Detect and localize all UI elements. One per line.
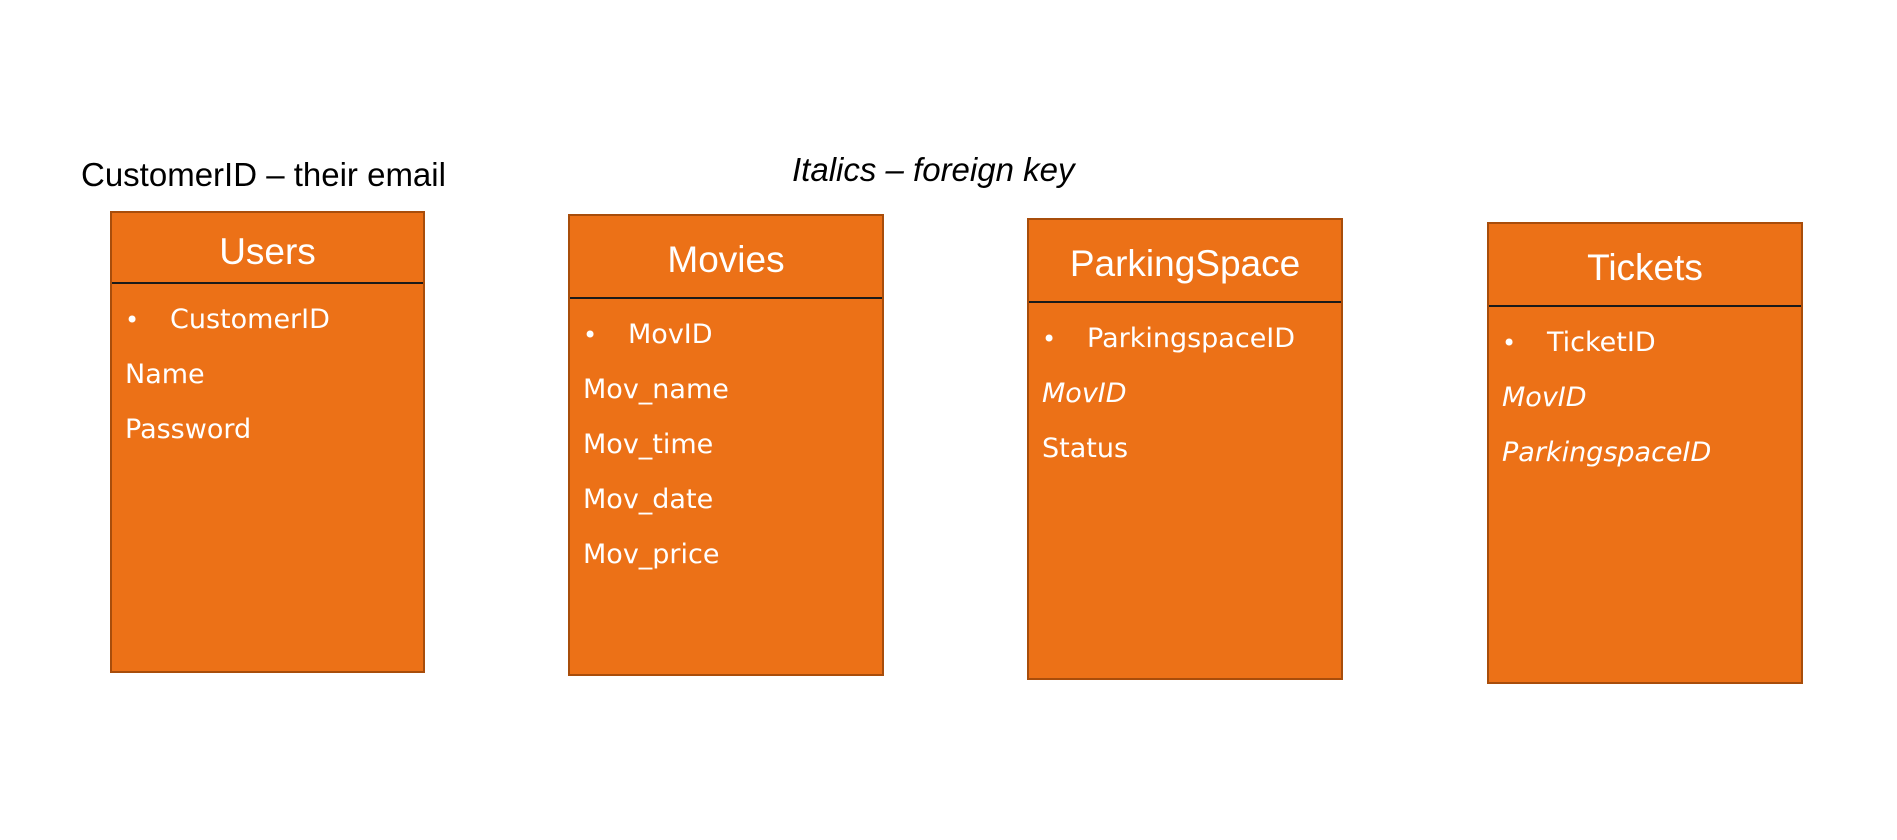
field-mov-time: Mov_time bbox=[570, 417, 882, 472]
entity-users-fields: • CustomerID Name Password bbox=[112, 292, 423, 457]
entity-users-header: Users bbox=[112, 213, 423, 284]
field-name-row: Name bbox=[112, 347, 423, 402]
entity-parkingspace: ParkingSpace • ParkingspaceID MovID Statu… bbox=[1027, 218, 1343, 680]
field-mov-price: Mov_price bbox=[570, 527, 882, 582]
field-name: MovID bbox=[1502, 382, 1587, 413]
primary-key-bullet: • bbox=[1502, 329, 1517, 357]
primary-key-bullet: • bbox=[583, 321, 598, 349]
entity-users: Users • CustomerID Name Password bbox=[110, 211, 425, 673]
entity-tickets-header: Tickets bbox=[1489, 224, 1801, 307]
field-mov-date: Mov_date bbox=[570, 472, 882, 527]
primary-key-bullet: • bbox=[125, 306, 140, 334]
field-name: MovID bbox=[628, 319, 713, 350]
entity-parkingspace-title: ParkingSpace bbox=[1069, 243, 1301, 284]
field-name: CustomerID bbox=[170, 304, 330, 335]
entity-users-title: Users bbox=[219, 231, 316, 272]
customer-id-note: CustomerID – their email bbox=[81, 156, 446, 193]
field-name: Name bbox=[125, 359, 205, 390]
field-movid: • MovID bbox=[570, 307, 882, 362]
field-movid-fk: MovID bbox=[1029, 366, 1341, 421]
field-name: Mov_name bbox=[583, 374, 729, 405]
field-movid-fk: MovID bbox=[1489, 370, 1801, 425]
entity-parkingspace-header: ParkingSpace bbox=[1029, 220, 1341, 303]
entity-movies-header: Movies bbox=[570, 216, 882, 299]
entity-tickets: Tickets • TicketID MovID ParkingspaceID bbox=[1487, 222, 1803, 684]
field-status: Status bbox=[1029, 421, 1341, 476]
entity-movies: Movies • MovID Mov_name Mov_time Mov_date… bbox=[568, 214, 884, 676]
field-mov-name: Mov_name bbox=[570, 362, 882, 417]
italics-legend-note: Italics – foreign key bbox=[792, 151, 1075, 188]
field-password: Password bbox=[112, 402, 423, 457]
field-name: ParkingspaceID bbox=[1087, 323, 1296, 354]
field-name: Mov_time bbox=[583, 429, 714, 460]
field-customerid: • CustomerID bbox=[112, 292, 423, 347]
entity-movies-title: Movies bbox=[667, 239, 785, 280]
field-name: Status bbox=[1042, 433, 1129, 464]
field-parkingspaceid: • ParkingspaceID bbox=[1029, 311, 1341, 366]
entity-movies-fields: • MovID Mov_name Mov_time Mov_date Mov_pr… bbox=[570, 307, 882, 582]
field-name: ParkingspaceID bbox=[1502, 437, 1712, 468]
field-name: TicketID bbox=[1547, 327, 1656, 358]
entity-tickets-title: Tickets bbox=[1587, 247, 1703, 288]
field-name: Mov_price bbox=[583, 539, 720, 570]
entity-tickets-fields: • TicketID MovID ParkingspaceID bbox=[1489, 315, 1801, 480]
primary-key-bullet: • bbox=[1042, 325, 1057, 353]
field-name: Mov_date bbox=[583, 484, 714, 515]
field-name: Password bbox=[125, 414, 252, 445]
field-ticketid: • TicketID bbox=[1489, 315, 1801, 370]
entity-parkingspace-fields: • ParkingspaceID MovID Status bbox=[1029, 311, 1341, 476]
field-parkingspaceid-fk: ParkingspaceID bbox=[1489, 425, 1801, 480]
field-name: MovID bbox=[1042, 378, 1127, 409]
